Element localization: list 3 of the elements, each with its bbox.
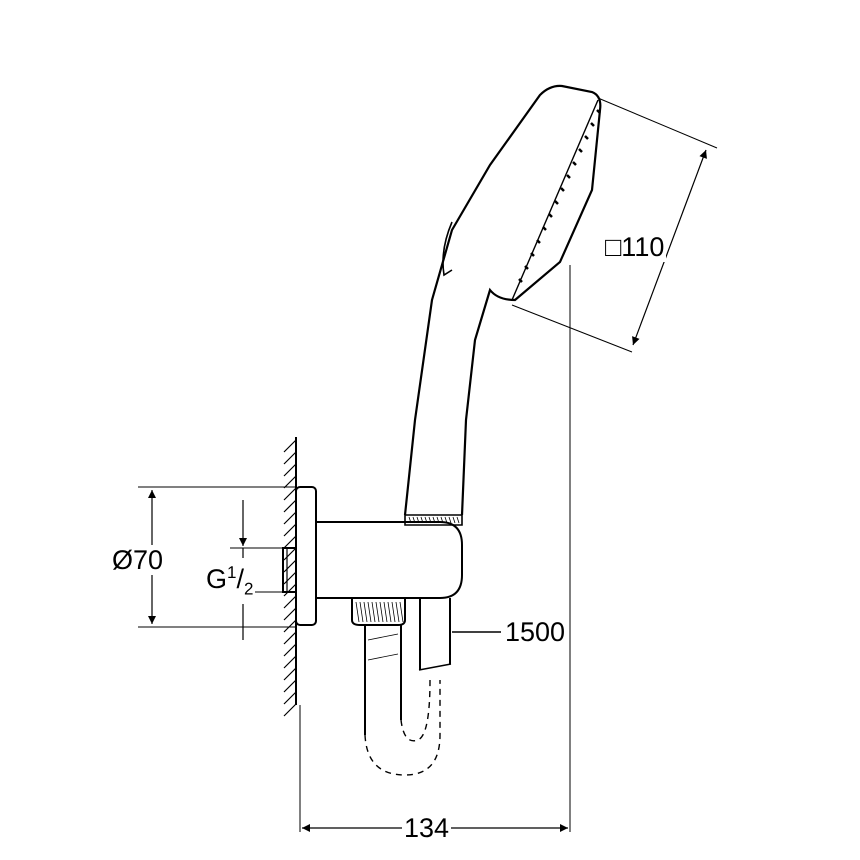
leader-line [452,631,501,633]
hose-drawing [418,597,452,671]
dimension-label: G$^{1}$/$_{2}$ [204,558,256,604]
